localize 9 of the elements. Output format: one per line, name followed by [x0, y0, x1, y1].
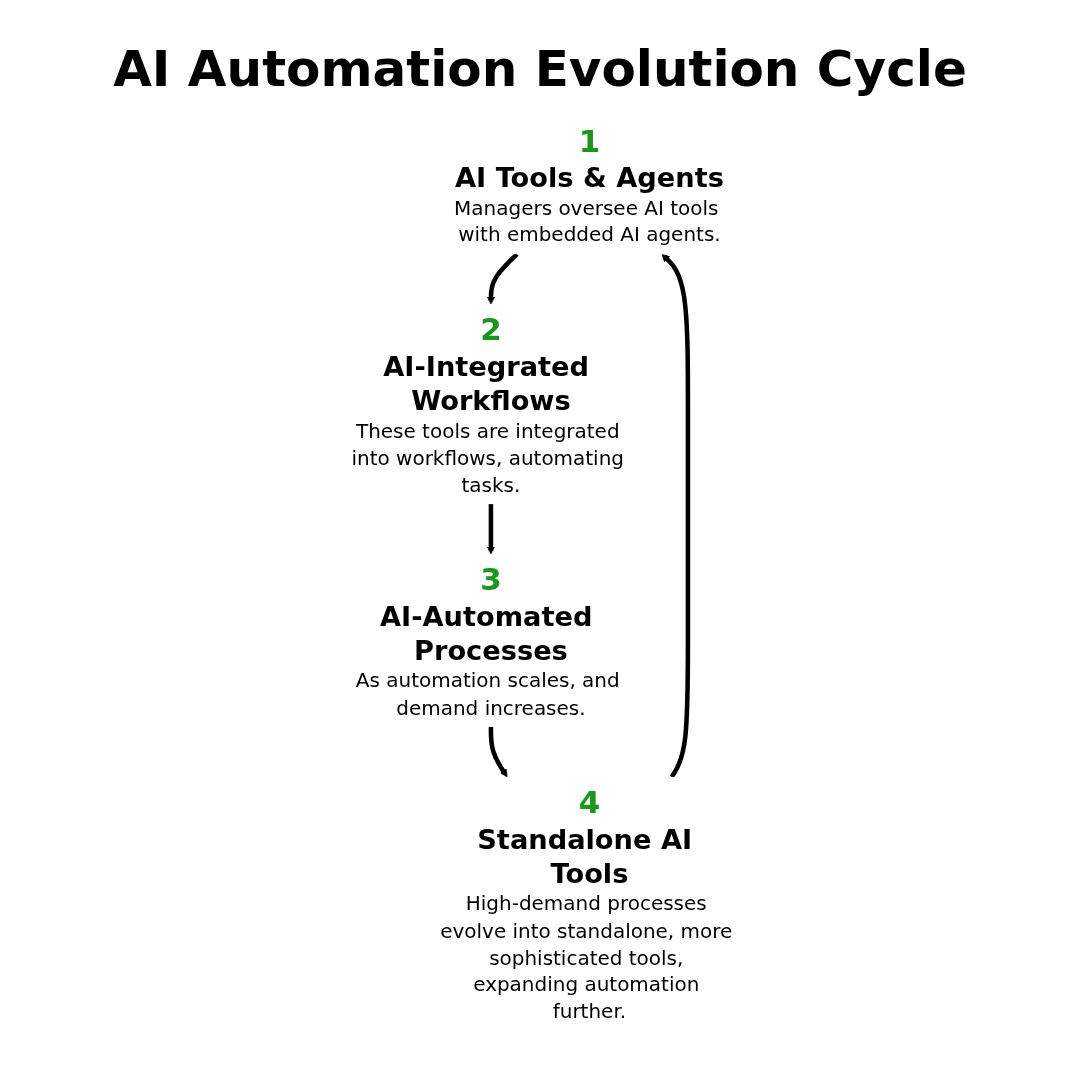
- arrow: [488, 727, 508, 778]
- node-text: 3 AI-Automated Processes As automation scales, and demand increases.: [355, 561, 620, 720]
- node-text: 4 Standalone AI Tools High-demand processes evolve into standalone, more sophisticated tools, expanding automation further.: [440, 784, 733, 1023]
- arrow: [486, 252, 519, 305]
- title: AI Automation Evolution Cycle: [112, 39, 968, 100]
- node-text: 1 AI Tools & Agents Managers oversee AI tools with embedded AI agents.: [453, 122, 724, 247]
- node-text: 2 AI-Integrated Workflows These tools are integrated into workflows, automating tasks.: [351, 311, 624, 497]
- arrow: [486, 504, 495, 555]
- arrow: [661, 253, 690, 779]
